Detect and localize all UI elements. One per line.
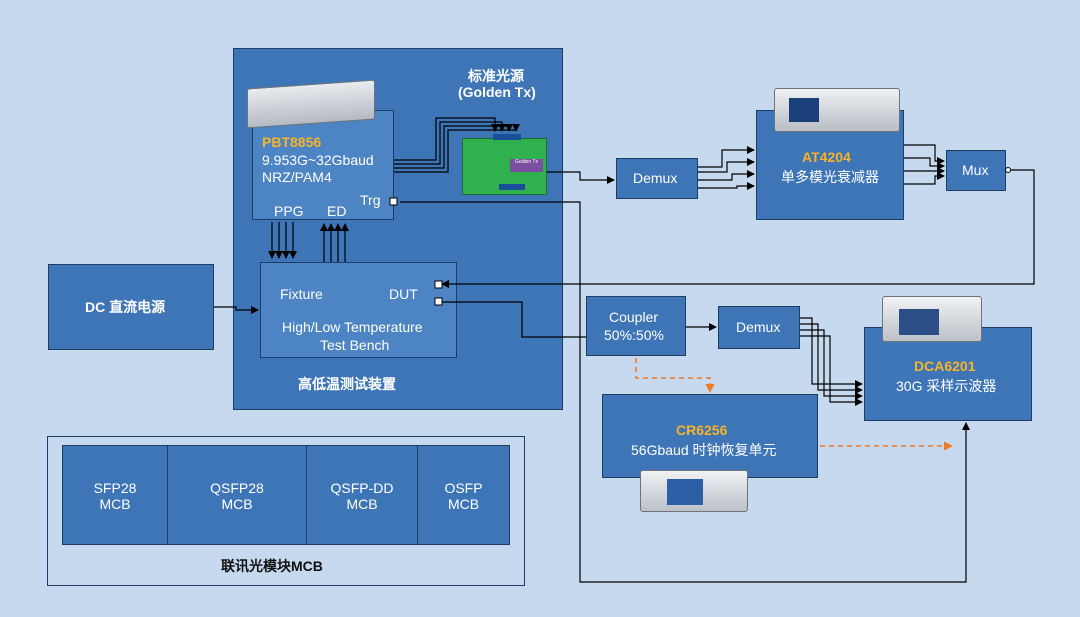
- mcb-cell-line1: QSFP-DD: [330, 480, 394, 496]
- dut-out-port: [434, 297, 443, 306]
- mcb-group: [47, 436, 525, 586]
- dc-power-supply: [48, 264, 214, 350]
- test-chamber-label: 高低温测试装置: [298, 376, 396, 392]
- mcb-cell-line2: MCB: [221, 496, 253, 512]
- mux: [946, 150, 1006, 191]
- pbt8856-model: PBT8856: [262, 134, 322, 150]
- dca6201-screen: [899, 309, 939, 335]
- at4204-device-image: [774, 88, 900, 132]
- pbt-to-golden-tx-line: [394, 121, 506, 165]
- dca6201-box: [864, 327, 1032, 421]
- cr6256-model: CR6256: [676, 422, 728, 438]
- trg-port: [389, 197, 398, 206]
- fixture-line1: High/Low Temperature: [282, 319, 423, 335]
- pbt-to-golden-tx-line: [394, 124, 520, 173]
- golden-tx-to-demux-line: [547, 171, 615, 184]
- mcb-cell-line1: OSFP: [444, 480, 483, 496]
- demux2-to-dca-line: [800, 323, 863, 394]
- mcb-cell-line1: SFP28: [93, 480, 137, 496]
- mcb-title: 联讯光模块MCB: [221, 558, 323, 574]
- pbt8856-spec2: NRZ/PAM4: [262, 169, 332, 185]
- demux2-to-dca-line: [800, 329, 863, 400]
- demux2-to-dca-line: [800, 335, 863, 406]
- mcb-cell-qsfp28: QSFP28 MCB: [167, 445, 307, 545]
- golden-tx-title: 标准光源: [468, 68, 524, 84]
- dca6201-desc: 30G 采样示波器: [896, 378, 997, 394]
- demux-to-at4204-line: [698, 182, 755, 190]
- cr6256-desc: 56Gbaud 时钟恢复单元: [631, 442, 777, 458]
- golden-tx-board: Golden Tx: [462, 134, 547, 195]
- mcb-cell-line2: MCB: [447, 496, 480, 512]
- mcb-cell-osfp: OSFP MCB: [417, 445, 510, 545]
- pbt8856-ed-label: ED: [327, 203, 347, 219]
- cr6256-screen: [667, 479, 703, 505]
- at4204-desc: 单多模光衰减器: [781, 169, 879, 185]
- fixture-label: Fixture: [280, 286, 323, 302]
- cr6256-device-image: [640, 470, 748, 512]
- mcb-cell-line2: MCB: [99, 496, 131, 512]
- coupler: [586, 296, 686, 356]
- coupler-line1: Coupler: [609, 309, 659, 325]
- at4204-screen: [789, 98, 819, 122]
- dut-to-coupler-line: [442, 301, 586, 338]
- golden-tx-chip: Golden Tx: [510, 159, 543, 172]
- dut-label: DUT: [389, 286, 418, 302]
- demux-to-at4204-line: [698, 170, 755, 181]
- mux-out-port: [1005, 167, 1011, 173]
- demux-1-label: Demux: [633, 170, 678, 186]
- cr6256-box: [602, 394, 818, 478]
- coupler-to-cr-dashed-line: [635, 358, 715, 393]
- at4204-to-mux-line: [904, 144, 945, 165]
- at4204-to-mux-line: [904, 157, 945, 170]
- at4204-to-mux-line: [904, 172, 945, 185]
- mcb-cell-line1: QSFP28: [210, 480, 264, 496]
- mux-label: Mux: [962, 162, 989, 178]
- pbt-to-golden-tx-line: [394, 124, 513, 169]
- at4204-model: AT4204: [802, 149, 851, 165]
- trigger-to-dca-line: [400, 201, 970, 583]
- mux-to-dut-line: [441, 169, 1035, 288]
- pbt8856-box: [252, 110, 394, 220]
- dca6201-device-image: [882, 296, 982, 342]
- pbt8856-trg-label: Trg: [360, 192, 381, 208]
- coupler-line2: 50%:50%: [604, 327, 664, 343]
- demux-2: [718, 306, 800, 349]
- golden-tx-connector: [493, 134, 521, 140]
- dc-power-label: DC 直流电源: [85, 299, 166, 315]
- demux-to-at4204-line: [698, 146, 755, 168]
- mcb-cell-line2: MCB: [346, 496, 378, 512]
- pbt8856-ppg-label: PPG: [274, 203, 304, 219]
- dca6201-model: DCA6201: [914, 358, 976, 374]
- demux-2-label: Demux: [736, 319, 781, 335]
- demux2-to-dca-line: [800, 317, 863, 388]
- golden-tx-subtitle: (Golden Tx): [458, 84, 536, 100]
- dut-in-port: [434, 280, 443, 289]
- golden-tx-connector: [499, 184, 525, 190]
- demux-to-at4204-line: [698, 158, 755, 173]
- fixture-box: [260, 262, 457, 358]
- pbt8856-spec1: 9.953G~32Gbaud: [262, 152, 374, 168]
- dc-to-fixture-line: [214, 306, 259, 314]
- fixture-line2: Test Bench: [320, 337, 390, 353]
- demux-1: [616, 158, 698, 199]
